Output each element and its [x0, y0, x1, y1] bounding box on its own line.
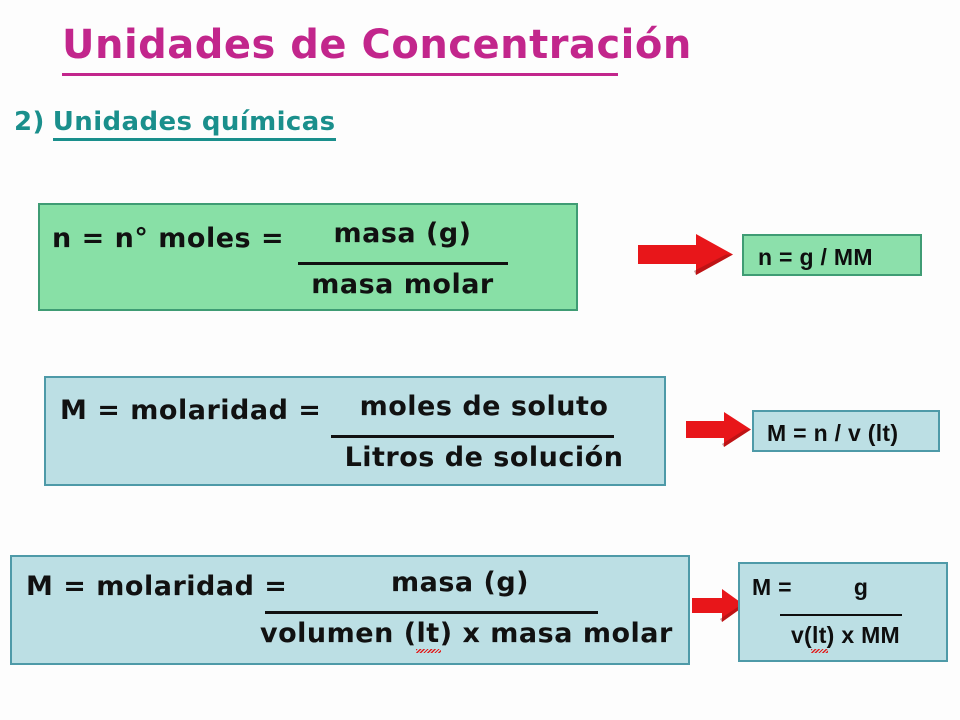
formula-denominator-moles: masa molar — [311, 269, 494, 300]
result-text-moles: n = g / MM — [758, 244, 873, 270]
result-lhs-molaridad-masa: M = — [752, 574, 792, 600]
result-fraction-bar-molaridad-masa — [780, 614, 902, 616]
fraction-bar-molaridad-masa — [265, 611, 598, 614]
right-arrow-icon-moles — [638, 234, 733, 275]
result-box-molaridad-moles: M = n / v (lt) — [752, 410, 940, 452]
result-spellcheck-flagged-word: lt — [811, 622, 828, 653]
result-denominator-suffix: ) x MM — [826, 622, 901, 648]
result-denominator-molaridad-masa: v(lt) x MM — [758, 622, 933, 653]
result-box-molaridad-masa: M = g v(lt) x MM — [738, 562, 948, 662]
section-number: 2) — [14, 107, 45, 137]
formula-box-moles: n = n° moles = masa (g) masa molar — [38, 203, 578, 311]
denominator-suffix: ) x masa molar — [439, 618, 673, 649]
formula-denominator-molaridad-moles: Litros de solución — [344, 442, 624, 473]
denominator-prefix: volumen ( — [260, 618, 417, 649]
formula-numerator-moles: masa (g) — [333, 218, 472, 249]
result-box-moles: n = g / MM — [742, 234, 922, 276]
fraction-bar-moles — [298, 262, 508, 265]
section-label: Unidades químicas — [52, 107, 336, 141]
result-text-molaridad-moles: M = n / v (lt) — [767, 420, 899, 446]
formula-box-molaridad-masa: M = molaridad = masa (g) volumen (lt) x … — [10, 555, 690, 665]
result-denominator-prefix: v( — [790, 622, 813, 648]
title-underline — [62, 73, 618, 76]
formula-box-molaridad-moles: M = molaridad = moles de soluto Litros d… — [44, 376, 666, 486]
result-numerator-molaridad-masa: g — [853, 574, 869, 600]
formula-denominator-molaridad-masa: volumen (lt) x masa molar — [260, 618, 672, 653]
spellcheck-flagged-word: lt — [415, 618, 441, 653]
formula-label-molaridad-moles: M = molaridad = — [60, 395, 322, 426]
formula-label-molaridad-masa: M = molaridad = — [26, 571, 288, 602]
formula-label-moles: n = n° moles = — [52, 223, 285, 254]
fraction-bar-molaridad-moles — [331, 435, 614, 438]
section-heading: 2)Unidades químicas — [14, 107, 336, 141]
page-title: Unidades de Concentración — [62, 22, 692, 68]
formula-numerator-molaridad-masa: masa (g) — [390, 567, 530, 598]
right-arrow-icon-molaridad-moles — [686, 412, 751, 447]
formula-numerator-molaridad-moles: moles de soluto — [359, 391, 609, 422]
